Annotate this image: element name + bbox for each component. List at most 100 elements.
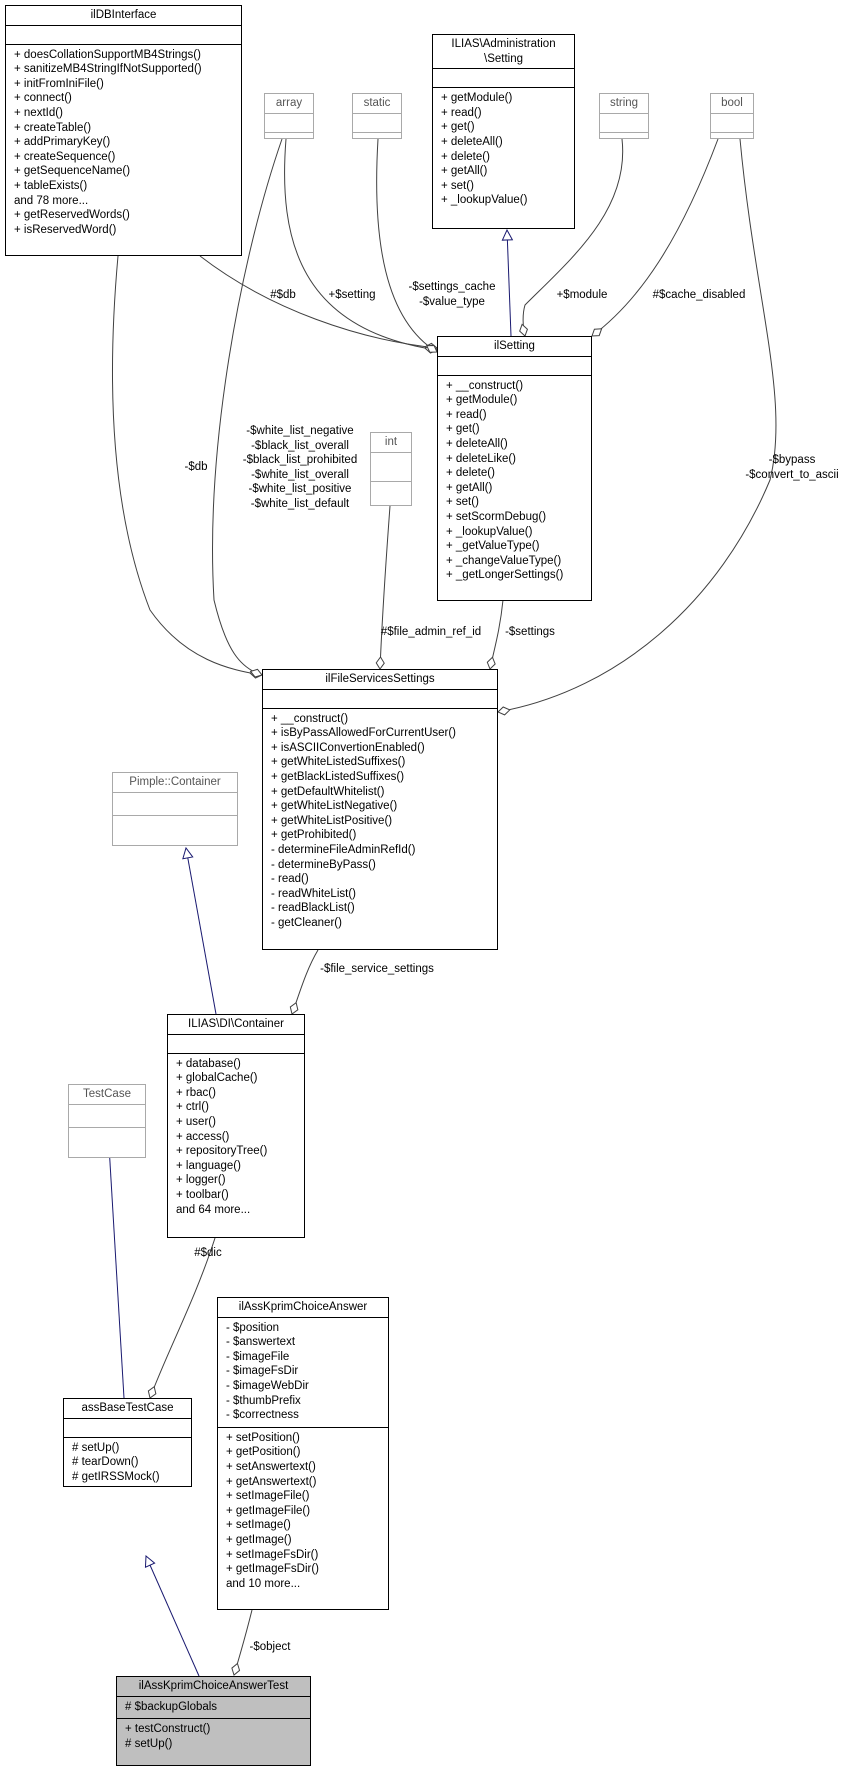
class-title: ilAssKprimChoiceAnswerTest [138, 1680, 289, 1692]
class-ilias-administration-setting: ILIAS\Administration \Setting + getModul… [432, 34, 575, 229]
member-row: + user() [176, 1115, 216, 1128]
member-row: + rbac() [176, 1086, 216, 1099]
member-row: + read() [446, 408, 487, 421]
class-title: ilAssKprimChoiceAnswer [238, 1301, 368, 1313]
member-row: # setUp() [72, 1441, 120, 1454]
member-row: + setImageFile() [226, 1490, 310, 1503]
edge-inherit-testcase [108, 1129, 125, 1399]
member-row: + __construct() [446, 379, 524, 392]
edge-label-cache-disabled: #$cache_disabled [652, 289, 746, 301]
class-pimple-container: Pimple::Container [112, 772, 238, 846]
attributes-section [113, 791, 237, 815]
attributes-section [69, 1103, 145, 1127]
class-ilias-di-container: ILIAS\DI\Container + database()+ globalC… [167, 1014, 305, 1238]
class-testcase: TestCase [68, 1084, 146, 1158]
member-row: + set() [446, 496, 479, 509]
edge-label-line: -$convert_to_ascii [745, 468, 839, 481]
member-row: - $answertext [226, 1336, 296, 1349]
member-row: - $position [226, 1321, 280, 1334]
attributes-section [438, 355, 591, 375]
member-row: - determineByPass() [271, 858, 376, 871]
class-assbasetestcase: assBaseTestCase # setUp()# tearDown()# g… [63, 1398, 192, 1487]
member-row: + getModule() [446, 394, 518, 407]
member-row: + setAnswertext() [226, 1460, 316, 1473]
member-row: + getDefaultWhitelist() [271, 785, 385, 798]
member-row: - getCleaner() [271, 916, 342, 929]
member-row: # tearDown() [72, 1456, 139, 1469]
member-row: and 64 more... [176, 1203, 251, 1216]
edge-label-line: -$black_list_overall [251, 439, 349, 452]
class-title: ILIAS\DI\Container [188, 1018, 284, 1030]
edge-label-setting: +$setting [328, 289, 376, 301]
attributes-section [353, 112, 401, 132]
member-row: + language() [176, 1159, 241, 1172]
member-row: + ctrl() [176, 1101, 209, 1114]
edge-label-line: -$black_list_prohibited [242, 454, 358, 467]
member-row: and 78 more... [14, 194, 89, 207]
member-row: + repositoryTree() [176, 1145, 268, 1158]
methods-section [353, 131, 401, 151]
member-row: + deleteAll() [446, 437, 508, 450]
member-row: + getWhiteListNegative() [271, 800, 398, 813]
edge-inherit-pimple [186, 848, 217, 1015]
class-ilsetting: ilSetting + __construct()+ getModule()+ … [437, 336, 592, 601]
edge-inherit-basetest [146, 1556, 200, 1677]
class-title: string [609, 97, 639, 109]
member-row: + set() [441, 179, 474, 192]
methods-section: + getModule()+ read()+ get()+ deleteAll(… [433, 87, 574, 212]
edge-label-settings-cache: -$settings_cache-$value_type [409, 280, 496, 309]
member-row: + toolbar() [176, 1188, 229, 1201]
member-row: + delete() [446, 467, 495, 480]
edge-dic [147, 1237, 216, 1399]
edge-label-line: -$settings_cache [408, 281, 496, 293]
member-row: + getAll() [446, 481, 493, 494]
methods-section: + __construct() + getModule()+ read() + ge… [438, 374, 591, 587]
class-title: assBaseTestCase [81, 1402, 174, 1414]
member-row: + get() [441, 121, 475, 134]
methods-section [600, 131, 648, 151]
class-title: ilSetting [494, 340, 535, 352]
class-title: TestCase [83, 1088, 131, 1100]
attributes-section [263, 688, 497, 708]
edge-label-line: -$bypass [768, 454, 816, 466]
edge-db-minus [112, 255, 263, 679]
member-row: + isReservedWord() [14, 223, 117, 236]
edge-label-line: -$white_list_negative [246, 425, 354, 437]
attributes-section: - $position- $answertext- $imageFile- $i… [218, 1316, 388, 1427]
member-row: + sanitizeMB4StringIfNotSupported() [14, 63, 202, 76]
attributes-section: # $backupGlobals [117, 1695, 310, 1719]
edge-lists [212, 138, 283, 678]
member-row: # setUp() [125, 1737, 173, 1750]
attributes-section [6, 24, 241, 44]
member-row: # $backupGlobals [125, 1700, 218, 1713]
methods-section [371, 480, 411, 500]
class-title: ILIAS\Administration \Setting [451, 38, 556, 65]
edge-file-service-settings [289, 949, 319, 1015]
member-row: + connect() [14, 92, 72, 105]
member-row: + setImageFsDir() [226, 1548, 319, 1561]
edge-label-line: -$white_list_positive [248, 483, 352, 496]
member-row: + initFromIniFile() [14, 77, 104, 90]
member-row: + globalCache() [176, 1072, 258, 1085]
class-int: int [370, 432, 412, 506]
class-static: static [352, 93, 402, 139]
member-row: + getBlackListedSuffixes() [271, 770, 405, 783]
attributes-section [168, 1033, 304, 1053]
class-title: array [275, 97, 303, 109]
attributes-section [371, 451, 411, 481]
member-row: + getPosition() [226, 1446, 301, 1459]
member-row: + isByPassAllowedForCurrentUser() [271, 727, 457, 740]
edge-label-settings: -$settings [505, 626, 555, 638]
member-row: - determineFileAdminRefId() [271, 843, 416, 856]
methods-section: + testConstruct()# setUp() [117, 1718, 310, 1755]
edge-label-bypass: -$bypass -$convert_to_ascii [745, 453, 838, 482]
class-ilfileservicessettings: ilFileServicesSettings + __construct()+ … [262, 669, 498, 950]
attributes-section [433, 68, 574, 87]
member-row: + getAnswertext() [226, 1475, 317, 1488]
member-row: + _getLongerSettings() [446, 569, 564, 582]
member-row: + getSequenceName() [14, 165, 131, 178]
edge-label-module: +$module [556, 289, 608, 301]
edge-cache-disabled [591, 138, 719, 337]
member-row: - $imageFile [226, 1350, 290, 1363]
